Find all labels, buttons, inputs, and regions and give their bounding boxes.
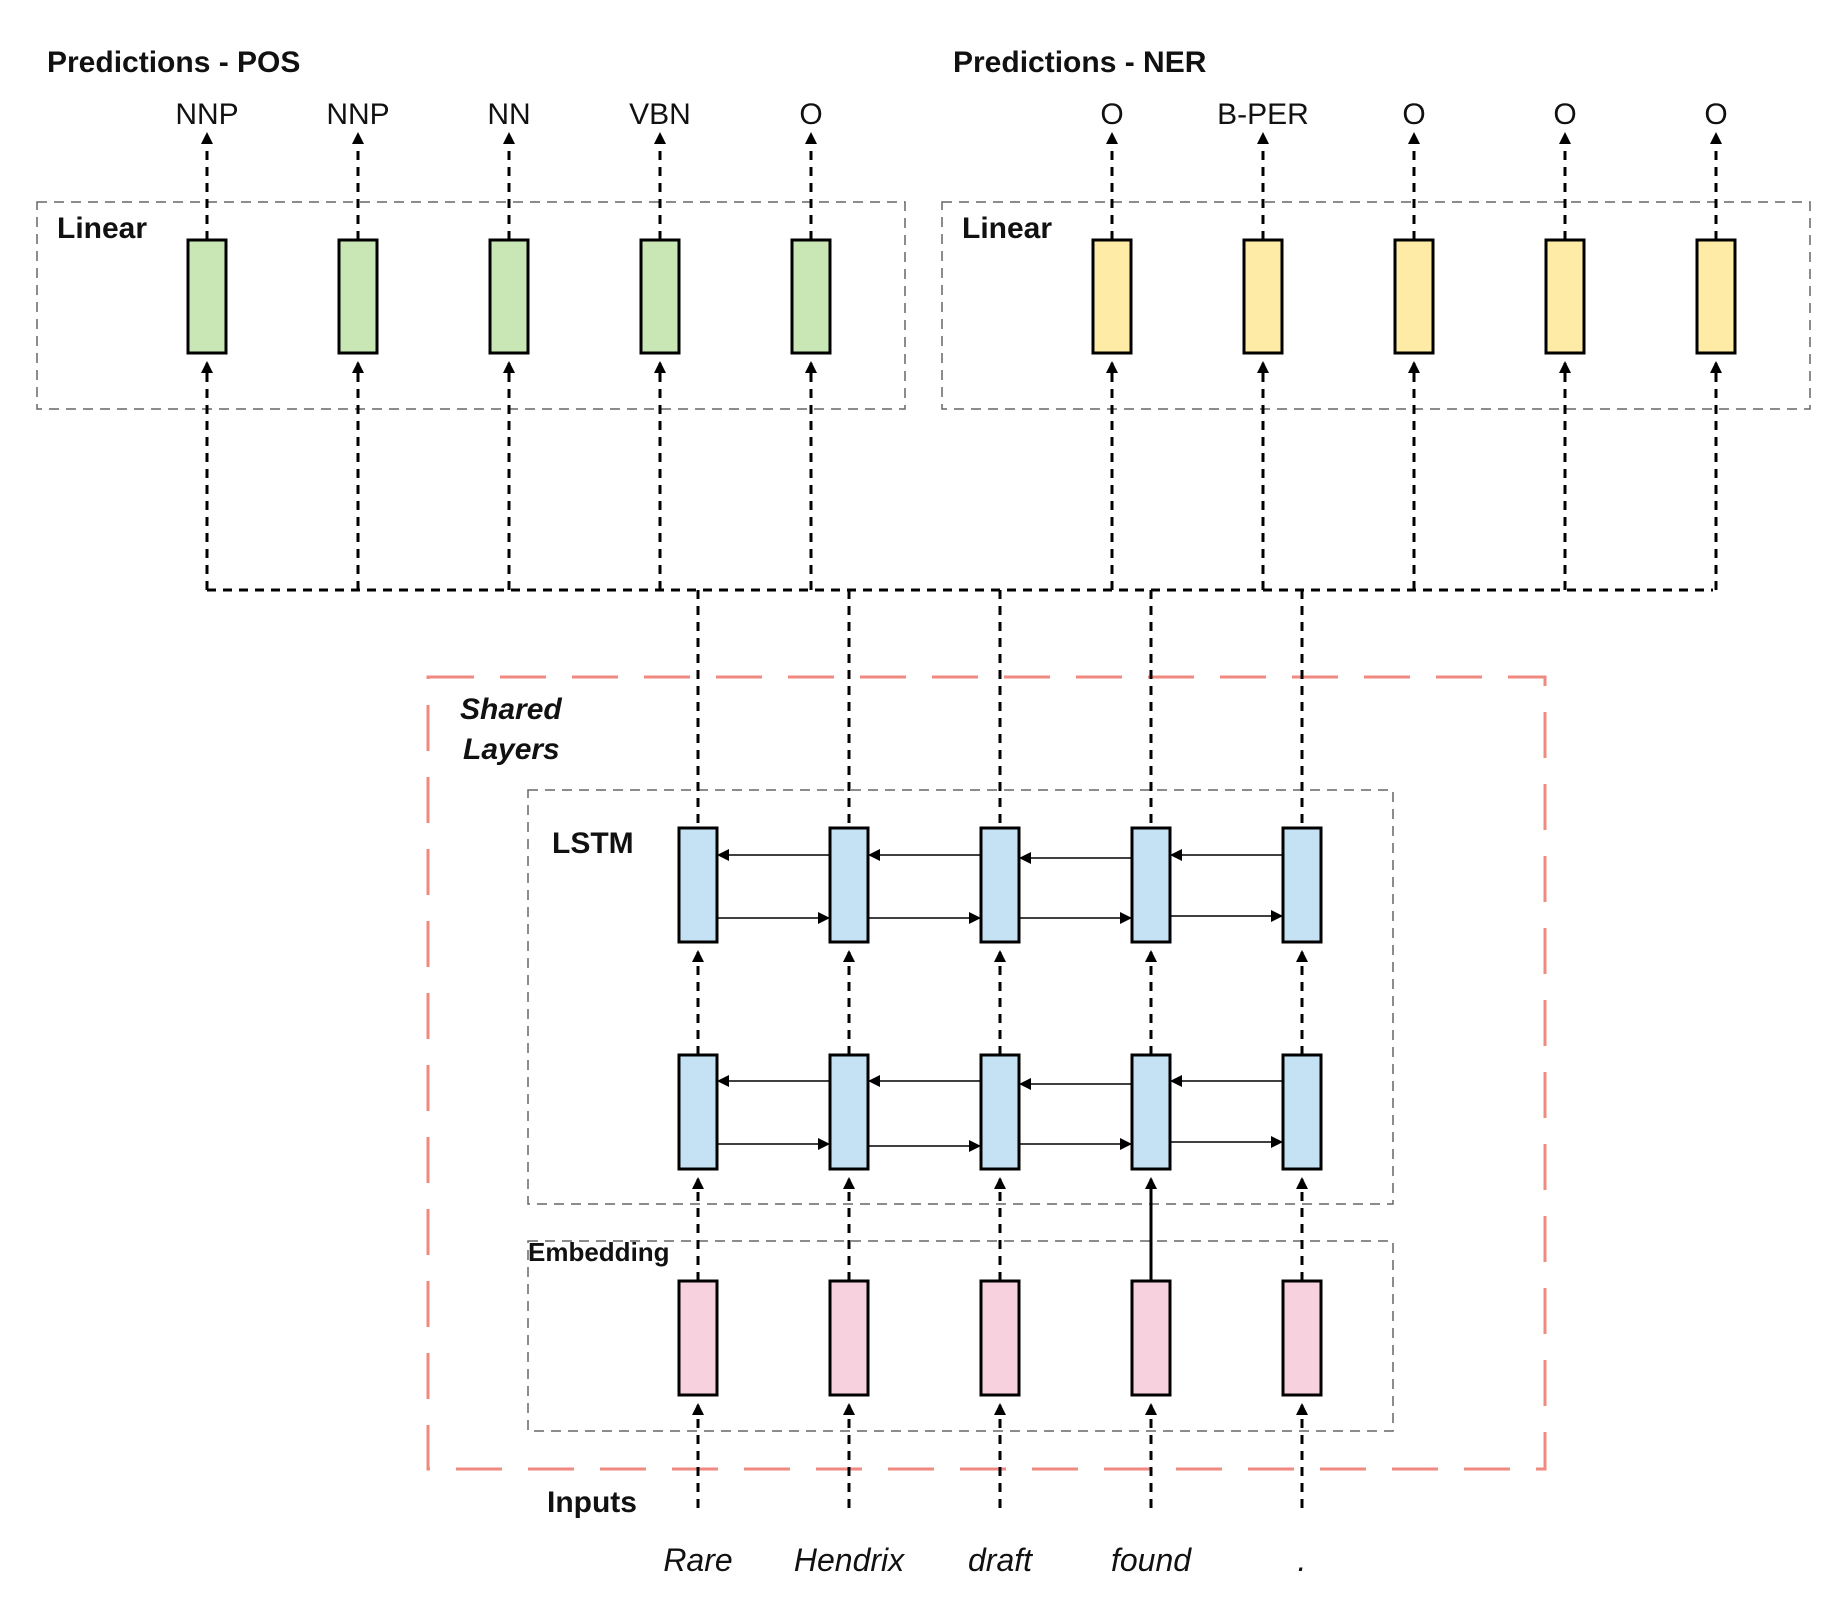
lstm-bottom-recurrent-arrows bbox=[717, 1075, 1283, 1152]
lstm-top-cell bbox=[828, 826, 870, 944]
lstm-bottom-cell bbox=[1130, 1053, 1172, 1171]
ner-column: O bbox=[1393, 98, 1435, 590]
inputs-label: Inputs bbox=[547, 1486, 637, 1519]
pos-column: NNP bbox=[326, 98, 390, 590]
embedding-cell bbox=[979, 1279, 1021, 1397]
ner-column: O bbox=[1544, 98, 1586, 590]
lstm-top-cell bbox=[677, 826, 719, 944]
ner-column: O bbox=[1695, 98, 1737, 590]
linear-pos-cell bbox=[639, 238, 681, 355]
ner-column: O bbox=[1091, 98, 1133, 590]
ner-column: B-PER bbox=[1217, 98, 1309, 590]
linear-ner-label: Linear bbox=[962, 212, 1052, 245]
linear-ner-cell bbox=[1091, 238, 1133, 355]
linear-ner-group bbox=[941, 201, 1811, 410]
pos-column: NNP bbox=[175, 98, 239, 590]
ner-predictions-title: Predictions - NER bbox=[953, 46, 1207, 79]
lstm-top-cell bbox=[1281, 826, 1323, 944]
linear-pos-cell bbox=[337, 238, 379, 355]
embedding-cell bbox=[677, 1279, 719, 1397]
ner-prediction-label: O bbox=[1100, 98, 1123, 131]
lstm-top-cell bbox=[1130, 826, 1172, 944]
ner-prediction-label: O bbox=[1704, 98, 1727, 131]
embedding-label: Embedding bbox=[528, 1237, 670, 1267]
shared-column: Hendrix bbox=[794, 590, 905, 1578]
linear-pos-group bbox=[36, 201, 906, 410]
input-word: Rare bbox=[663, 1542, 732, 1578]
pos-column: VBN bbox=[629, 98, 691, 590]
lstm-top-recurrent-arrows bbox=[717, 849, 1283, 924]
shared-column: draft bbox=[968, 590, 1033, 1578]
linear-pos-cell bbox=[488, 238, 530, 355]
linear-pos-label: Linear bbox=[57, 212, 147, 245]
pos-prediction-label: VBN bbox=[629, 98, 691, 131]
pos-column: O bbox=[790, 98, 832, 590]
linear-ner-cell bbox=[1695, 238, 1737, 355]
input-word: found bbox=[1111, 1542, 1192, 1578]
linear-ner-cell bbox=[1393, 238, 1435, 355]
lstm-bottom-cell bbox=[828, 1053, 870, 1171]
pos-predictions-title: Predictions - POS bbox=[47, 46, 300, 79]
pos-prediction-label: NNP bbox=[175, 98, 238, 131]
input-word: Hendrix bbox=[794, 1542, 905, 1578]
shared-column: Rare bbox=[663, 590, 733, 1578]
pos-prediction-label: NNP bbox=[326, 98, 389, 131]
linear-ner-cell bbox=[1544, 238, 1586, 355]
pos-prediction-label: NN bbox=[487, 98, 530, 131]
ner-prediction-label: O bbox=[1402, 98, 1425, 131]
shared-layers-label-line2: Layers bbox=[463, 733, 560, 766]
lstm-label: LSTM bbox=[552, 827, 634, 860]
lstm-top-cell bbox=[979, 826, 1021, 944]
embedding-cell bbox=[828, 1279, 870, 1397]
input-word: . bbox=[1298, 1542, 1307, 1578]
shared-layers-label-line1: Shared bbox=[460, 693, 562, 726]
ner-prediction-label: B-PER bbox=[1217, 98, 1309, 131]
linear-pos-cell bbox=[790, 238, 832, 355]
pos-column: NN bbox=[487, 98, 531, 590]
embedding-cell bbox=[1281, 1279, 1323, 1397]
ner-prediction-label: O bbox=[1553, 98, 1576, 131]
input-word: draft bbox=[968, 1542, 1033, 1578]
shared-column: . bbox=[1281, 590, 1323, 1578]
lstm-bottom-cell bbox=[979, 1053, 1021, 1171]
embedding-cell bbox=[1130, 1279, 1172, 1397]
linear-ner-cell bbox=[1242, 238, 1284, 355]
embedding-group bbox=[527, 1240, 1394, 1432]
linear-pos-cell bbox=[186, 238, 228, 355]
pos-prediction-label: O bbox=[799, 98, 822, 131]
shared-layers-group bbox=[426, 675, 1547, 1471]
lstm-group bbox=[527, 789, 1394, 1205]
lstm-bottom-cell bbox=[1281, 1053, 1323, 1171]
shared-column: found bbox=[1111, 590, 1192, 1578]
lstm-bottom-cell bbox=[677, 1053, 719, 1171]
